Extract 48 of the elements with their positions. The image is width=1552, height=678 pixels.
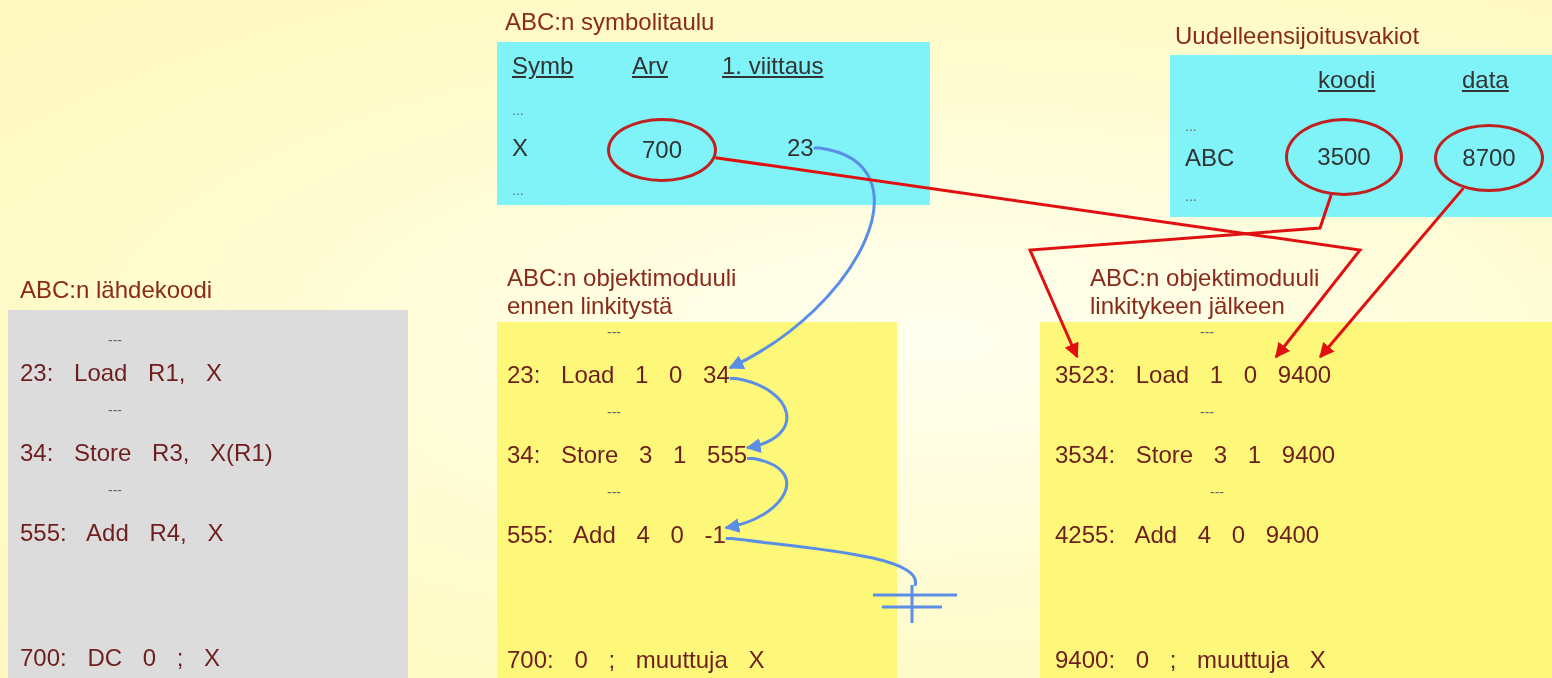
code-line: 23: Load 1 0 34 (507, 357, 730, 393)
ellipsis: --- (1210, 484, 1224, 500)
arrow (729, 377, 789, 452)
panel-heading: ABC:n objektimoduuli ennen linkitystä (507, 264, 738, 320)
table-entry: ABC (1185, 143, 1235, 173)
panel-heading: ABC:n symbolitaulu (505, 7, 715, 37)
arrow (1027, 194, 1333, 359)
arrow (728, 146, 876, 370)
panel-heading: ABC:n objektimoduuli linkitykeen jälkeen (1090, 264, 1321, 320)
code-line: 4255: Add 4 0 9400 (1055, 517, 1320, 553)
panel-heading: Uudelleensijoitusvakiot (1175, 21, 1420, 51)
code-line: 34: Store 3 1 555 (507, 437, 748, 473)
column-header: Symb (512, 51, 574, 81)
ellipsis: --- (108, 482, 122, 498)
column-header: 1. viittaus (722, 51, 824, 81)
column-header: koodi (1318, 65, 1376, 95)
table-entry: X (512, 133, 528, 163)
circled-value: 700 (607, 118, 717, 182)
ellipsis: ... (512, 182, 524, 198)
arrow (1319, 187, 1465, 359)
code-line: 34: Store R3, X(R1) (20, 438, 273, 468)
arrow (715, 156, 1363, 359)
code-line: 700: 0 ; muuttuja X (507, 642, 765, 678)
code-line: 700: DC 0 ; X (20, 643, 221, 673)
code-line: 555: Add 4 0 -1 (507, 517, 726, 553)
circled-value: 3500 (1285, 118, 1403, 196)
ellipsis: --- (108, 402, 122, 418)
ground-symbol (870, 585, 960, 625)
code-line: 3523: Load 1 0 9400 (1055, 357, 1332, 393)
panel-heading: ABC:n lähdekoodi (20, 275, 213, 305)
ellipsis: --- (1200, 404, 1214, 420)
arrow (724, 457, 789, 533)
column-header: data (1462, 65, 1509, 95)
code-line: 3534: Store 3 1 9400 (1055, 437, 1336, 473)
ellipsis: --- (607, 484, 621, 500)
ellipsis: --- (607, 324, 621, 340)
ellipsis: ... (1185, 118, 1197, 134)
column-header: Arv (632, 51, 668, 81)
reference-value: 23 (787, 133, 814, 163)
ellipsis: --- (607, 404, 621, 420)
ellipsis: ... (1185, 188, 1197, 204)
ellipsis: ... (512, 102, 524, 118)
ellipsis: --- (108, 332, 122, 348)
ellipsis: --- (1200, 324, 1214, 340)
code-line: 9400: 0 ; muuttuja X (1055, 642, 1326, 678)
code-line: 555: Add R4, X (20, 518, 224, 548)
code-line: 23: Load R1, X (20, 358, 223, 388)
circled-value: 8700 (1434, 124, 1544, 192)
